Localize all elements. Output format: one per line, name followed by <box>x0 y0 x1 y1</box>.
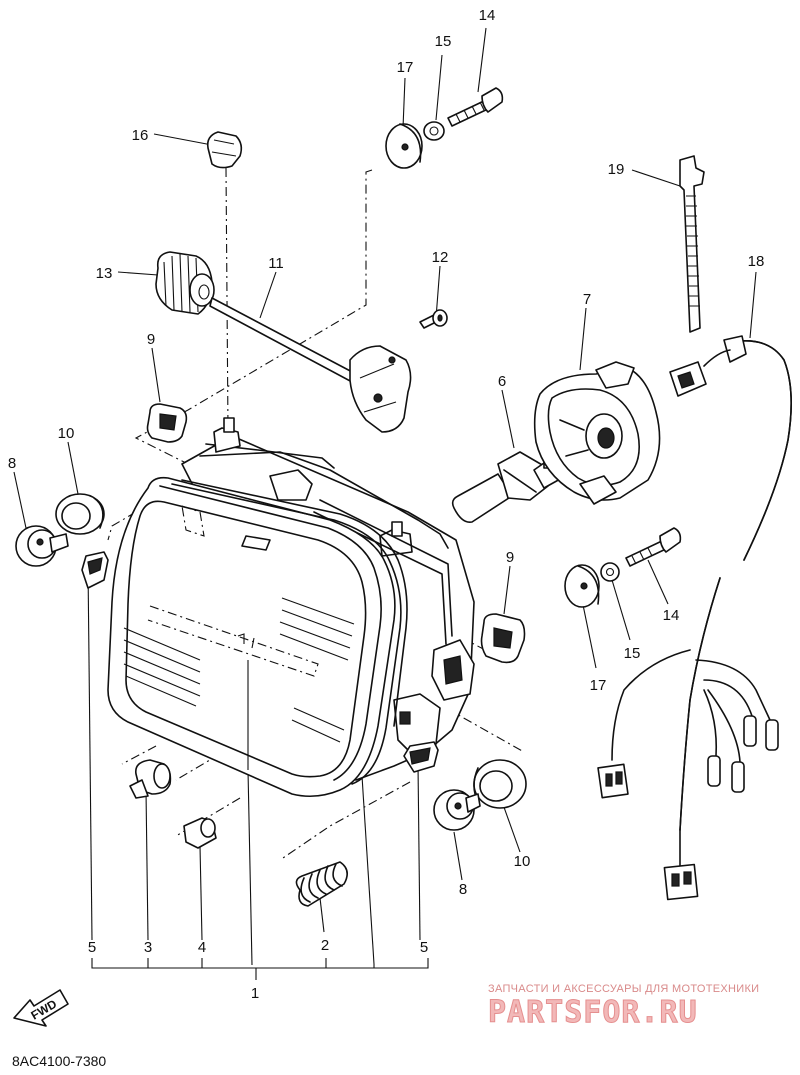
callout-9-left: 9 <box>147 331 155 348</box>
part-17-damper-right <box>564 564 600 608</box>
part-14-bolt-right <box>625 527 682 567</box>
part-8-screw-left <box>15 525 69 567</box>
callout-15-top: 15 <box>435 33 452 50</box>
part-9-rubber-left <box>146 403 188 443</box>
part-9-rubber-right <box>480 613 526 664</box>
sub-harness <box>597 577 779 901</box>
part-18-wire-harness <box>669 335 792 561</box>
part-3-position-bulb <box>129 759 172 799</box>
watermark-tagline: ЗАПЧАСТИ И АКСЕССУАРЫ ДЛЯ МОТОТЕХНИКИ <box>488 983 759 995</box>
callout-15-right: 15 <box>624 645 641 662</box>
callout-17-right: 17 <box>590 677 607 694</box>
callout-19: 19 <box>608 161 625 178</box>
part-11-adjuster-rod <box>209 297 412 433</box>
part-2-spring <box>295 861 348 907</box>
watermark-brand: PARTSFOR.RU <box>488 995 698 1030</box>
callout-7: 7 <box>583 291 591 308</box>
callout-10-left: 10 <box>58 425 75 442</box>
callout-9-right: 9 <box>506 549 514 566</box>
part-5-clip-right <box>403 741 439 773</box>
callout-1: 1 <box>251 985 259 1002</box>
part-17-damper-top <box>385 123 423 169</box>
part-19-cable-tie <box>679 155 705 333</box>
callout-2: 2 <box>321 937 329 954</box>
callout-11: 11 <box>268 255 284 272</box>
part-14-bolt-top <box>447 87 504 127</box>
callout-5-left: 5 <box>88 939 96 956</box>
part-10-grommet-right <box>473 759 527 809</box>
callout-4: 4 <box>198 939 206 956</box>
callout-10-right: 10 <box>514 853 531 870</box>
callout-13: 13 <box>96 265 113 282</box>
callout-6: 6 <box>498 373 506 390</box>
callout-5-right: 5 <box>420 939 428 956</box>
diagram-code: 8AC4100-7380 <box>12 1053 106 1069</box>
watermark: ЗАПЧАСТИ И АКСЕССУАРЫ ДЛЯ МОТОТЕХНИКИ PA… <box>488 983 760 1031</box>
part-4-socket <box>183 817 217 849</box>
fwd-arrow: FWD <box>13 989 69 1027</box>
callout-labels: 1 2 3 4 5 5 6 7 8 8 9 9 10 10 11 12 13 1… <box>8 7 765 1002</box>
part-10-grommet-left <box>55 493 105 535</box>
callout-8-left: 8 <box>8 455 16 472</box>
callout-18: 18 <box>748 253 765 270</box>
part-12-screw <box>419 309 448 329</box>
part-7-bulb-cover <box>533 361 661 505</box>
part-13-adjuster-knob <box>155 251 215 315</box>
part-15-washer-right <box>600 562 620 582</box>
part-15-washer-top <box>423 121 445 141</box>
callout-16: 16 <box>132 127 149 144</box>
callout-14-top: 14 <box>479 7 496 24</box>
callout-17-top: 17 <box>397 59 414 76</box>
callout-8-right: 8 <box>459 881 467 898</box>
part-5-clip-left <box>81 551 109 589</box>
callout-3: 3 <box>144 939 152 956</box>
callout-14-right: 14 <box>663 607 680 624</box>
part-1-headlight-unit <box>107 417 475 798</box>
part-16-grommet <box>206 131 243 169</box>
callout-12: 12 <box>432 249 449 266</box>
part-8-screw-right <box>433 789 481 831</box>
